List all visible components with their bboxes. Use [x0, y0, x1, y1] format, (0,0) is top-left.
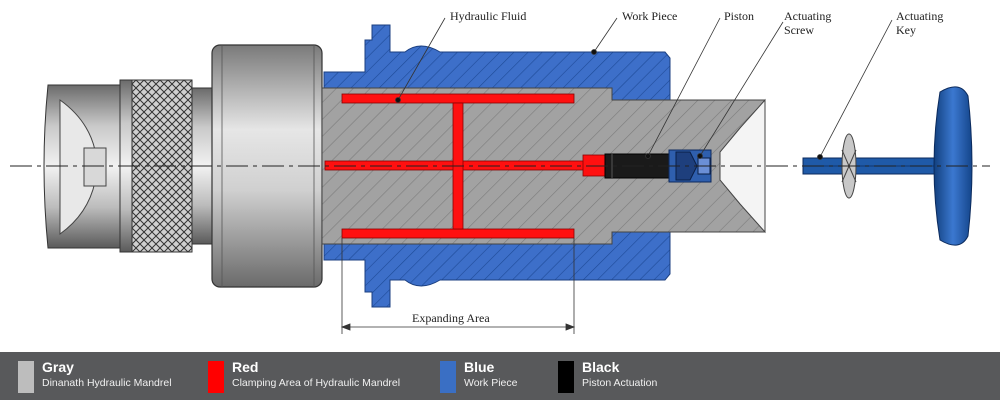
legend-desc-red: Clamping Area of Hydraulic Mandrel	[232, 377, 401, 389]
color-legend: Gray Dinanath Hydraulic Mandrel Red Clam…	[0, 352, 1000, 400]
work-piece	[323, 24, 671, 308]
label-actuating-screw-line1: Actuating	[784, 9, 832, 23]
legend-name-black: Black	[582, 359, 620, 375]
label-actuating-screw: Actuating Screw	[784, 9, 831, 37]
legend-desc-blue: Work Piece	[464, 377, 518, 389]
label-actuating-screw-line2: Screw	[784, 23, 814, 37]
legend-swatch-gray	[18, 361, 34, 393]
label-hydraulic-fluid: Hydraulic Fluid	[450, 9, 527, 23]
label-actuating-key-line2: Key	[896, 23, 916, 37]
label-expanding-area: Expanding Area	[412, 311, 490, 325]
legend-swatch-black	[558, 361, 574, 393]
label-piston: Piston	[724, 9, 755, 23]
legend-name-red: Red	[232, 359, 259, 375]
legend-name-gray: Gray	[42, 359, 74, 375]
legend-swatch-red	[208, 361, 224, 393]
legend-desc-gray: Dinanath Hydraulic Mandrel	[42, 377, 172, 389]
expanding-area-dimension	[340, 238, 576, 334]
label-work-piece: Work Piece	[622, 9, 678, 23]
label-actuating-key-line1: Actuating	[896, 9, 944, 23]
legend-swatch-blue	[440, 361, 456, 393]
legend-desc-black: Piston Actuation	[582, 377, 658, 389]
legend-name-blue: Blue	[464, 359, 495, 375]
hydraulic-mandrel-diagram	[10, 17, 990, 334]
label-actuating-key: Actuating Key	[896, 9, 943, 37]
callout-leaders	[395, 17, 893, 160]
